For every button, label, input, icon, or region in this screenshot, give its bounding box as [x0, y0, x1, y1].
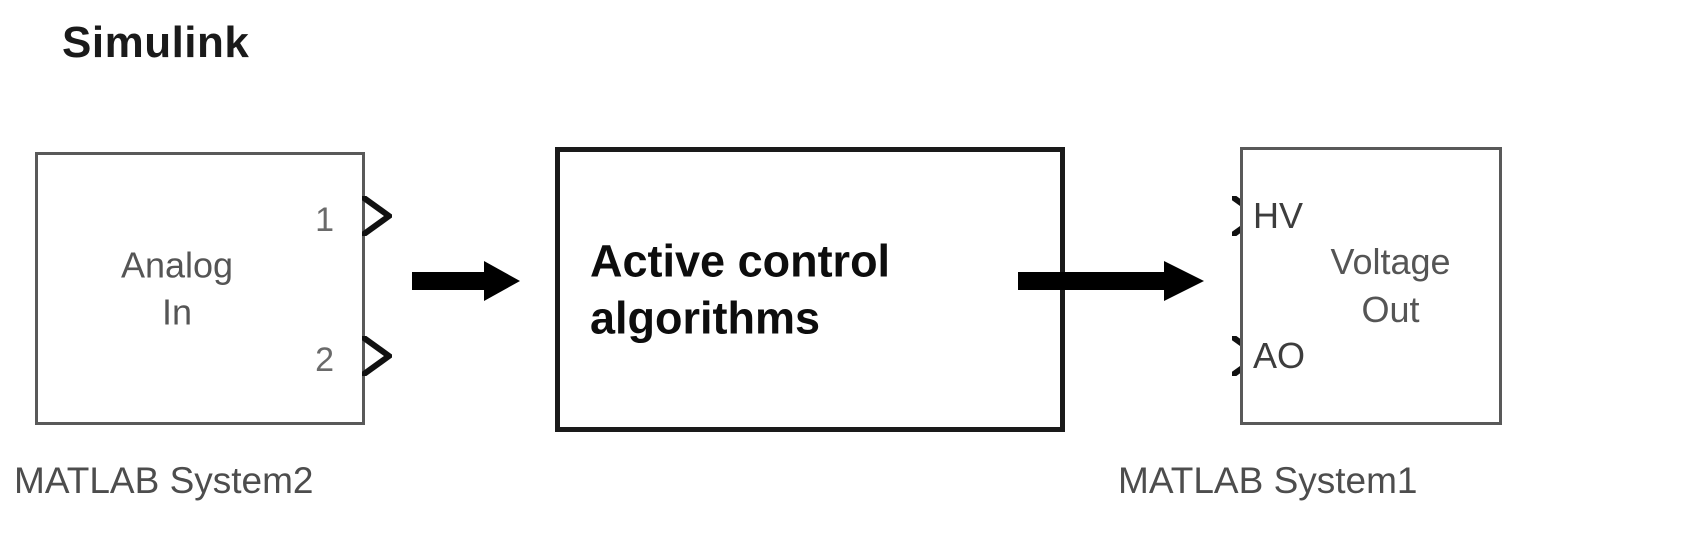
block-active-control-label-line2: algorithms	[590, 292, 821, 344]
input-port-label-hv: HV	[1253, 195, 1304, 236]
block-analog-in[interactable]: Analog In 1 2	[35, 152, 365, 425]
block-analog-in-label-line2: In	[161, 291, 193, 333]
connector-arrow-analog-to-control	[412, 258, 520, 304]
output-port-number-1: 1	[315, 201, 334, 239]
block-voltage-out[interactable]: HV AO Voltage Out	[1240, 147, 1502, 425]
connector-arrow-control-to-voltage	[1018, 258, 1204, 304]
chevron-right-icon-output-2[interactable]	[362, 336, 392, 376]
diagram-title: Simulink	[62, 18, 250, 67]
block-caption-matlab-system2: MATLAB System2	[14, 460, 314, 501]
input-port-label-ao: AO	[1253, 335, 1306, 376]
block-active-control-algorithms[interactable]: Active control algorithms	[555, 147, 1065, 432]
block-caption-matlab-system1: MATLAB System1	[1118, 460, 1418, 501]
block-active-control-label-line1: Active control	[590, 234, 891, 286]
block-analog-in-label: Analog In	[38, 241, 316, 336]
block-voltage-out-label-line2: Out	[1361, 289, 1420, 330]
block-voltage-out-label-line1: Voltage	[1330, 240, 1451, 282]
block-voltage-out-label: Voltage Out	[1298, 238, 1483, 334]
output-port-number-2: 2	[315, 341, 334, 379]
block-active-control-label: Active control algorithms	[590, 232, 1042, 347]
chevron-right-icon-output-1[interactable]	[362, 196, 392, 236]
block-analog-in-label-line1: Analog	[120, 243, 234, 285]
